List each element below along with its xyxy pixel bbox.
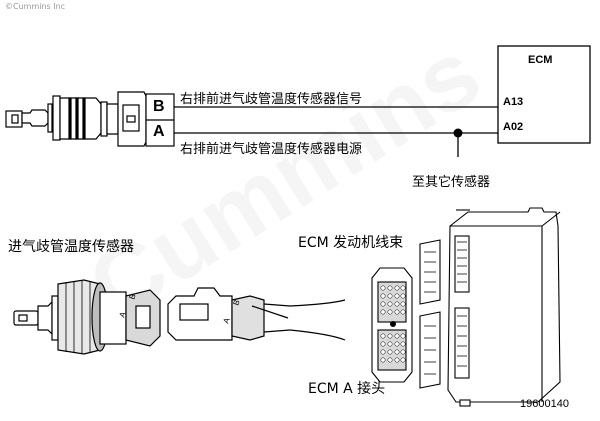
sensor-schematic-icon [5, 91, 175, 147]
ecm-box-title: ECM [528, 54, 553, 66]
ecm-pin-a13: A13 [503, 96, 524, 108]
sensor-caption: 进气歧管温度传感器 [8, 239, 134, 255]
copyright-text: ©Cummins Inc [5, 2, 66, 11]
temperature-sensor-illustration [13, 279, 346, 355]
ecm-box [497, 45, 591, 144]
connector-caption: ECM A 接头 [308, 381, 386, 397]
harness-caption: ECM 发动机线束 [298, 235, 404, 251]
module-pin-rows [424, 241, 467, 375]
ecm-pin-a02: A02 [503, 121, 524, 133]
figure-number: 19600140 [520, 398, 569, 410]
ecm-module-illustration [419, 207, 561, 407]
splice-dot [453, 128, 463, 138]
svg-text:B: B [127, 293, 137, 301]
connector-pin-grid [380, 285, 406, 363]
signal-wire-label: 右排前进气歧管温度传感器信号 [180, 92, 363, 107]
supply-wire-label: 右排前进气歧管温度传感器电源 [180, 142, 363, 157]
svg-text:B: B [231, 299, 241, 307]
svg-text:A: A [221, 316, 232, 325]
connector-center-screw [390, 321, 396, 327]
svg-text:A: A [117, 310, 128, 319]
sensor-pin-a: A [153, 123, 165, 140]
splice-label: 至其它传感器 [412, 175, 491, 190]
sensor-pin-b: B [153, 98, 165, 115]
